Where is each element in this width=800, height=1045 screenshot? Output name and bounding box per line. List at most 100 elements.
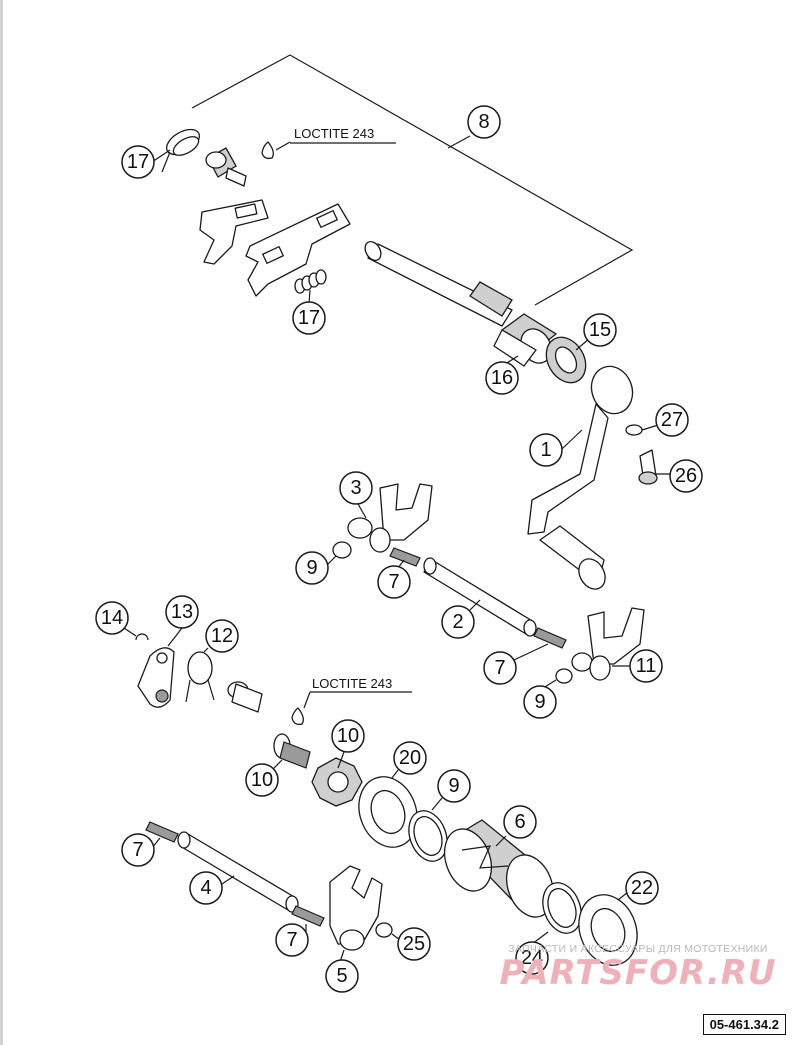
svg-text:10: 10 <box>251 769 273 791</box>
part-ring-10b <box>542 882 582 934</box>
group-bracket-8 <box>191 54 634 306</box>
callout-14: 12 <box>205 619 239 653</box>
loctite-drop-upper <box>261 141 274 160</box>
svg-text:7: 7 <box>132 839 143 861</box>
svg-text:9: 9 <box>306 557 317 579</box>
svg-text:8: 8 <box>478 111 489 133</box>
svg-text:26: 26 <box>675 465 697 487</box>
callout-6: 6 <box>503 805 537 839</box>
callout-27: 27 <box>655 403 689 437</box>
part-bearing-17b <box>578 894 638 966</box>
watermark-caption: ЗАПЧАСТИ И АКСЕССУАРЫ ДЛЯ МОТОТЕХНИКИ <box>508 943 768 955</box>
svg-text:7: 7 <box>494 657 505 679</box>
part-spring-14 <box>185 651 215 703</box>
callout-20: 15 <box>583 313 617 347</box>
callout-17a: 20 <box>393 741 427 775</box>
part-shift-lever-1 <box>527 365 634 590</box>
part-pin-14 <box>227 681 263 713</box>
svg-text:22: 22 <box>631 877 653 899</box>
svg-text:6: 6 <box>514 811 525 833</box>
svg-text:12: 12 <box>211 625 233 647</box>
part-spring-25 <box>294 269 327 294</box>
svg-text:25: 25 <box>403 933 425 955</box>
note-leader-lower <box>303 691 311 709</box>
part-bearing-17a <box>358 776 418 848</box>
part-roller-9b <box>555 668 573 684</box>
callout-4: 4 <box>189 871 223 905</box>
callout-24: 17 <box>121 145 155 179</box>
svg-text:27: 27 <box>661 409 683 431</box>
part-bolt-26 <box>638 449 658 485</box>
svg-text:7: 7 <box>286 929 297 951</box>
callout-9b: 9 <box>523 685 557 719</box>
part-bearing-22 <box>493 313 558 367</box>
part-washer-27 <box>625 424 643 436</box>
loctite-drop-lower <box>291 707 304 726</box>
part-shift-fork-13 <box>571 607 645 681</box>
svg-text:10: 10 <box>337 725 359 747</box>
svg-text:17: 17 <box>298 307 320 329</box>
callout-13: 11 <box>629 649 663 683</box>
svg-text:3: 3 <box>350 477 361 499</box>
part-spring-7b <box>533 627 567 649</box>
callout-10a: 9 <box>437 769 471 803</box>
part-shift-plate-upper <box>199 199 269 265</box>
svg-text:9: 9 <box>448 775 459 797</box>
watermark: ЗАПЧАСТИ И АКСЕССУАРЫ ДЛЯ МОТОТЕХНИКИ PA… <box>488 943 788 993</box>
svg-text:5: 5 <box>336 965 347 987</box>
svg-text:7: 7 <box>388 571 399 593</box>
callout-26: 26 <box>669 459 703 493</box>
callout-12: 10 <box>245 763 279 797</box>
note-leader-upper <box>275 141 291 151</box>
svg-text:15: 15 <box>589 319 611 341</box>
svg-text:11: 11 <box>636 655 657 677</box>
part-rail-4 <box>177 831 299 913</box>
reference-code: 05-461.34.2 <box>702 1014 786 1035</box>
callout-16: 14 <box>95 601 129 635</box>
svg-text:9: 9 <box>534 691 545 713</box>
callout-10b: 24 <box>515 941 549 975</box>
part-lever-15 <box>137 647 175 708</box>
svg-text:4: 4 <box>200 877 211 899</box>
callout-25: 17 <box>292 301 326 335</box>
part-bolt-upper <box>205 147 247 187</box>
callout-5: 5 <box>325 959 359 993</box>
part-ring-20 <box>545 336 587 384</box>
part-shift-shaft <box>364 241 513 327</box>
watermark-brand: PARTSFOR.RU <box>499 953 777 993</box>
part-roller-9c <box>375 922 393 938</box>
svg-text:13: 13 <box>171 601 193 623</box>
loctite-note-lower: LOCTITE 243 <box>312 676 392 691</box>
part-spring-7c <box>145 821 179 843</box>
part-shift-fork-5 <box>329 865 383 951</box>
part-spring-24 <box>161 128 201 173</box>
callout-7c: 7 <box>121 833 155 867</box>
part-shift-drum-6 <box>443 819 555 918</box>
callout-11: 10 <box>331 719 365 753</box>
part-locator-11 <box>311 757 363 807</box>
callout-7a: 7 <box>377 565 411 599</box>
svg-text:20: 20 <box>399 747 421 769</box>
part-shift-plate-lower <box>245 203 351 297</box>
svg-text:2: 2 <box>452 611 463 633</box>
callout-8: 8 <box>467 105 501 139</box>
part-shift-fork-3 <box>347 483 433 553</box>
callout-1: 1 <box>529 433 563 467</box>
part-roller-9a <box>332 541 352 559</box>
callout-22: 16 <box>485 361 519 395</box>
part-spring-7a <box>389 547 421 567</box>
part-spring-7d <box>291 905 325 927</box>
part-rail-2 <box>423 557 537 637</box>
callout-7d: 7 <box>275 923 309 957</box>
callout-15: 13 <box>165 595 199 629</box>
callout-2: 2 <box>441 605 475 639</box>
part-bolt-12 <box>273 733 311 769</box>
loctite-note-upper: LOCTITE 243 <box>294 126 374 141</box>
svg-text:17: 17 <box>127 151 149 173</box>
svg-text:16: 16 <box>491 367 513 389</box>
part-circlip-16 <box>135 633 149 641</box>
callout-7b: 7 <box>483 651 517 685</box>
svg-text:1: 1 <box>540 439 551 461</box>
callout-9a: 9 <box>295 551 329 585</box>
